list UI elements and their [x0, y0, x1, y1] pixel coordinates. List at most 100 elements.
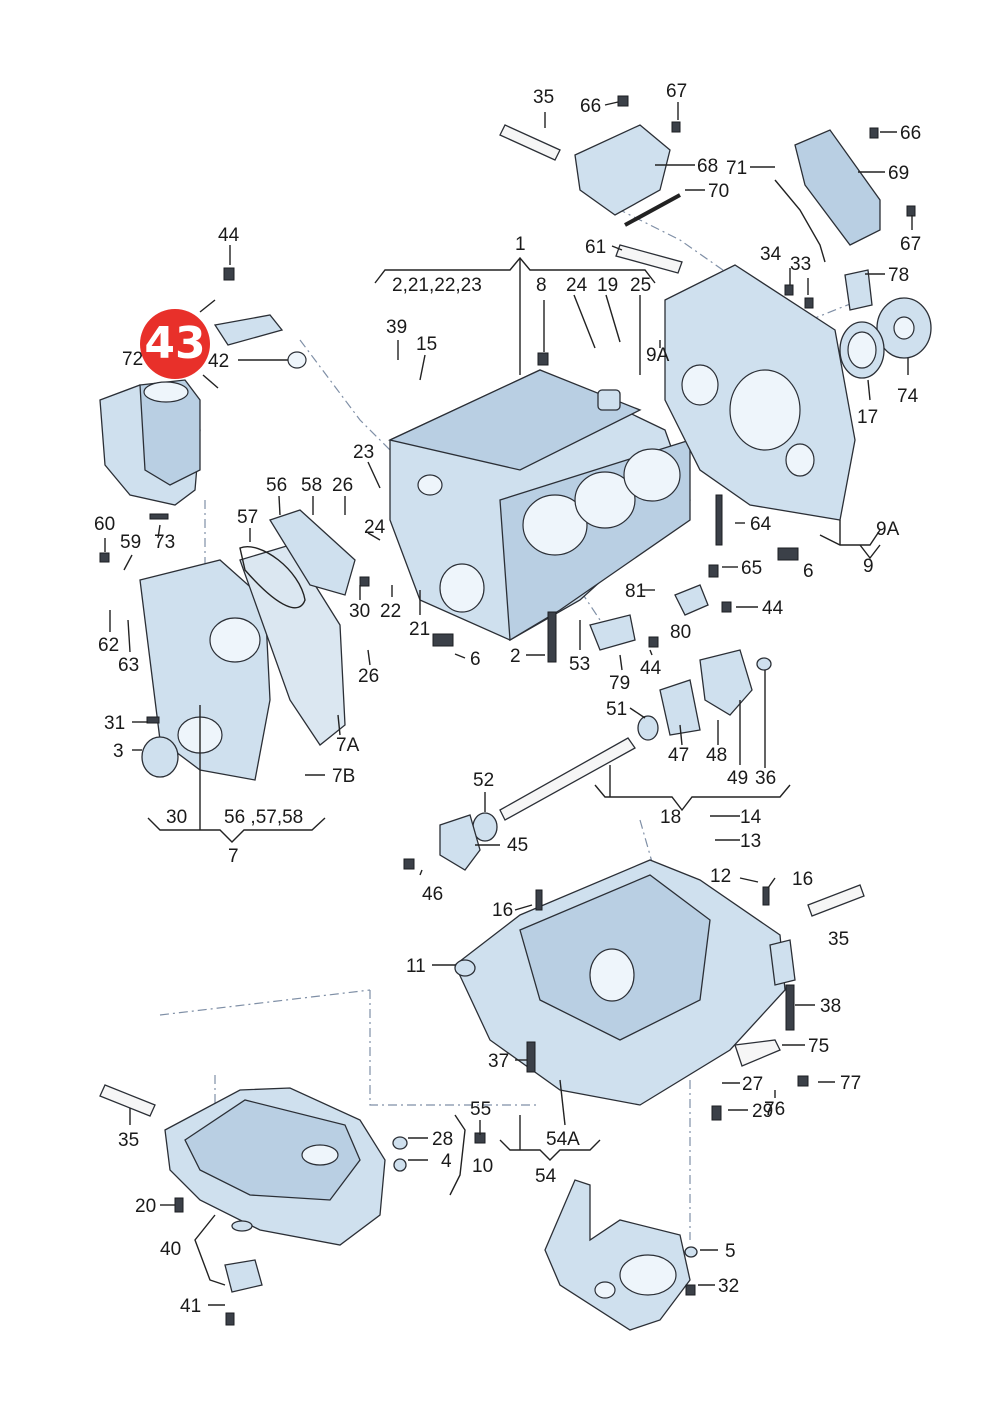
callout-54A: 54A	[546, 1129, 580, 1150]
callout-73: 73	[154, 532, 175, 553]
callout-36: 36	[755, 768, 776, 789]
callout-49: 49	[727, 768, 748, 789]
upper-oil-pan	[454, 859, 796, 1106]
callout-38: 38	[820, 996, 841, 1017]
callout-32: 32	[718, 1276, 739, 1297]
callout-6: 6	[470, 649, 481, 670]
callout-35: 35	[828, 929, 849, 950]
callout-24: 24	[566, 275, 588, 296]
callout-27: 27	[742, 1074, 763, 1095]
callout-7A: 7A	[336, 735, 360, 756]
callout-16: 16	[792, 869, 813, 890]
callout-71: 71	[726, 158, 747, 179]
callout-26: 26	[358, 666, 379, 687]
callout-7: 7	[228, 846, 239, 867]
callout-56-57-58: 56 ,57,58	[224, 807, 303, 828]
lower-oil-pan	[164, 1087, 408, 1293]
callout-30: 30	[349, 601, 370, 622]
callout-6: 6	[803, 561, 814, 582]
engine-block	[388, 369, 691, 642]
callout-59: 59	[120, 532, 141, 553]
callout-70: 70	[708, 181, 729, 202]
callout-20: 20	[135, 1196, 156, 1217]
callout-44: 44	[762, 598, 784, 619]
oil-pump-baffle	[544, 1179, 698, 1331]
callout-53: 53	[569, 654, 590, 675]
callout-62: 62	[98, 635, 119, 656]
fasteners	[99, 95, 916, 1326]
callout-14: 14	[740, 807, 762, 828]
callout-31: 31	[104, 713, 125, 734]
callout-40: 40	[160, 1239, 181, 1260]
callout-80: 80	[670, 622, 691, 643]
callout-65: 65	[741, 558, 762, 579]
callout-66: 66	[900, 123, 921, 144]
callout-81: 81	[625, 581, 646, 602]
callout-19: 19	[597, 275, 618, 296]
callout-67: 67	[666, 81, 687, 102]
callout-41: 41	[180, 1296, 201, 1317]
callout-1: 1	[515, 234, 526, 255]
timing-cover	[139, 509, 356, 781]
callout-79: 79	[609, 673, 630, 694]
callout-35: 35	[118, 1130, 139, 1151]
callout-9A: 9A	[876, 519, 900, 540]
callout-67: 67	[900, 234, 921, 255]
callout-33: 33	[790, 254, 811, 275]
callout-78: 78	[888, 265, 909, 286]
callout-57: 57	[237, 507, 258, 528]
callout-66: 66	[580, 96, 601, 117]
callout-76: 76	[764, 1099, 785, 1120]
callout-52: 52	[473, 770, 494, 791]
callout-8: 8	[536, 275, 547, 296]
leader-lines	[104, 101, 913, 1306]
callout-2: 2	[510, 646, 521, 667]
callout-34: 34	[760, 244, 782, 265]
callout-58: 58	[301, 475, 322, 496]
callout-39: 39	[386, 317, 407, 338]
callout-61: 61	[585, 237, 606, 258]
callout-16: 16	[492, 900, 513, 921]
callout-64: 64	[750, 514, 772, 535]
callout-25: 25	[630, 275, 651, 296]
callout-11: 11	[406, 956, 426, 977]
rear-cover	[664, 264, 932, 521]
callout-29: 29	[752, 1101, 773, 1122]
callout-46: 46	[422, 884, 443, 905]
callout-51: 51	[606, 699, 627, 720]
sealant-tubes	[99, 124, 865, 1117]
callout-15: 15	[416, 334, 437, 355]
callout-35: 35	[533, 87, 554, 108]
callout-9A: 9A	[646, 345, 670, 366]
callout-4: 4	[441, 1151, 452, 1172]
callout-72: 72	[122, 349, 143, 370]
callout-22: 22	[380, 601, 401, 622]
callout-56: 56	[266, 475, 287, 496]
callout-13: 13	[740, 831, 761, 852]
balance-shaft	[439, 584, 772, 871]
callout-9: 9	[863, 556, 874, 577]
callout-60: 60	[94, 514, 115, 535]
callout-44: 44	[640, 658, 662, 679]
callout-68: 68	[697, 156, 718, 177]
callout-17: 17	[857, 407, 878, 428]
callout-26: 26	[332, 475, 353, 496]
callout-47: 47	[668, 745, 689, 766]
callout-12: 12	[710, 866, 731, 887]
callout-54: 54	[535, 1166, 557, 1187]
top-bracket	[574, 124, 881, 263]
callout-63: 63	[118, 655, 139, 676]
callout-18: 18	[660, 807, 681, 828]
oil-filter-housing	[99, 314, 307, 506]
callout-5: 5	[725, 1241, 736, 1262]
highlight-marker[interactable]: 43	[140, 309, 210, 379]
callout-48: 48	[706, 745, 727, 766]
callout-75: 75	[808, 1036, 829, 1057]
callout-77: 77	[840, 1073, 861, 1094]
callout-3: 3	[113, 741, 124, 762]
callout-30: 30	[166, 807, 187, 828]
callout-labels: 1 2,21,22,23 8 24 19 25 35 66 67 68 70 7…	[94, 81, 921, 1317]
callout-24: 24	[364, 517, 386, 538]
